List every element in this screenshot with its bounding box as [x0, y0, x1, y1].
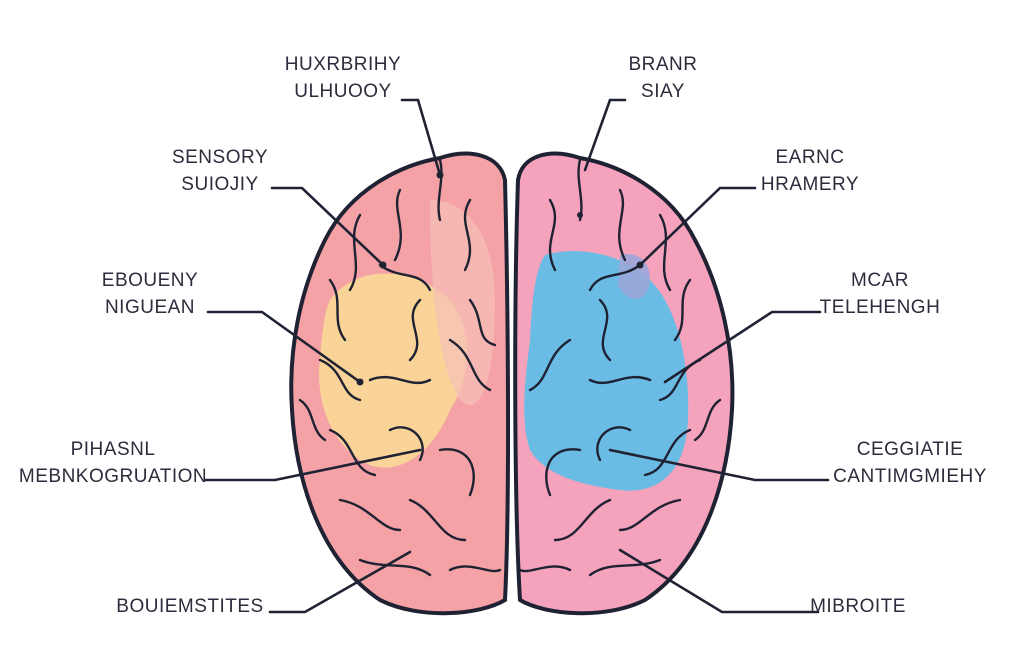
label-top-right-line2: SIAY: [641, 81, 685, 102]
label-mid-right-line2: TELEHENGH: [820, 297, 941, 318]
leader-line-mid-right: [663, 310, 822, 384]
blue-highlight-region: [524, 251, 689, 491]
label-lower-right-line2: CANTIMGMIEHY: [833, 466, 987, 487]
left-hemisphere: [289, 151, 511, 616]
label-lower-left-line2: MEBNKOGRUATION: [19, 466, 207, 487]
leader-line-bottom-left: [268, 550, 412, 614]
leader-line-upper-left: [270, 186, 385, 267]
label-top-left-line1: HUXRBRIHY: [285, 54, 401, 75]
label-lower-left-line1: PIHASNL: [71, 439, 156, 460]
label-bottom-right: MIBROITE: [810, 596, 906, 617]
label-mid-left-line2: NIGUEAN: [105, 297, 195, 318]
leader-line-top-right: [583, 98, 627, 172]
leader-dot: [379, 261, 387, 269]
leader-line-mid-left: [206, 310, 362, 384]
leader-dot: [436, 171, 444, 179]
label-lower-right-line1: CEGGIATIE: [857, 439, 964, 460]
label-top-left-line2: ULHUOOY: [294, 81, 391, 102]
yellow-highlight-region: [319, 273, 467, 468]
label-top-right-line1: BRANR: [628, 54, 697, 75]
label-upper-left-line1: SENSORY: [172, 147, 268, 168]
label-upper-right-line1: EARNC: [775, 147, 844, 168]
label-mid-left-line1: EBOUENY: [102, 270, 198, 291]
label-mid-right-line1: MCAR: [851, 270, 909, 291]
leader-line-top-left: [400, 98, 442, 177]
leader-dot: [636, 261, 644, 269]
label-upper-left-line2: SUIOJIY: [181, 174, 258, 195]
label-upper-right-line2: HRAMERY: [761, 174, 859, 195]
leader-line-lower-right: [608, 448, 830, 482]
right-hemisphere: [513, 151, 735, 616]
leader-dot: [577, 212, 583, 218]
leader-dot: [356, 378, 364, 386]
leader-line-lower-left: [203, 448, 422, 482]
leader-line-bottom-right: [618, 548, 820, 614]
leader-line-upper-right: [638, 186, 757, 267]
label-bottom-left: BOUIEMSTITES: [116, 596, 263, 617]
